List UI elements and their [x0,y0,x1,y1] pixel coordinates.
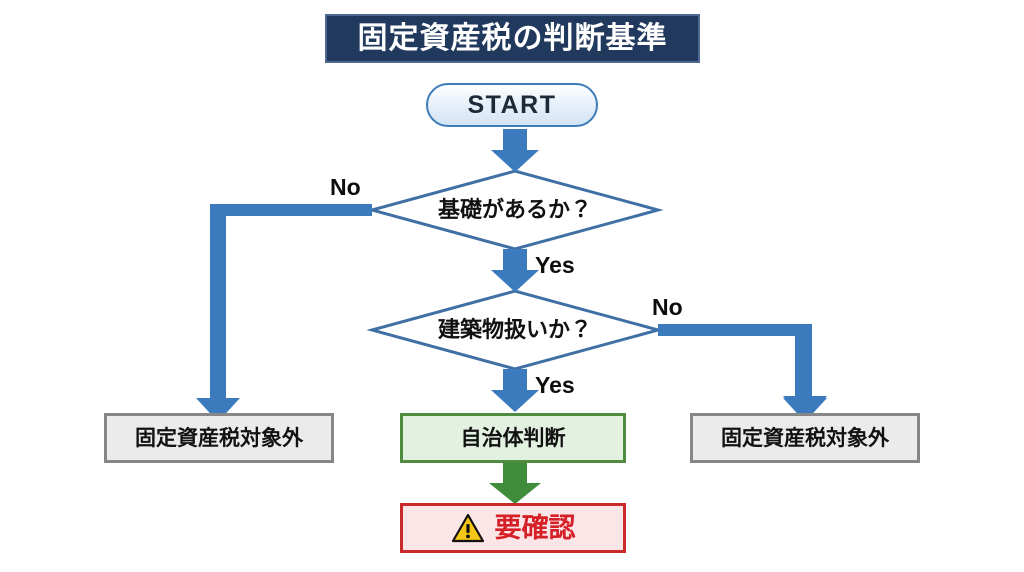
edge-label-decision-2-yes: Yes [535,372,575,398]
arrow-start-to-decision-1 [491,129,539,172]
edge-label-decision-1-no: No [330,174,361,200]
outcome-center-box[interactable]: 自治体判断 [400,413,626,463]
decision-2-text: 建築物扱いか？ [437,317,592,342]
outcome-right-label: 固定資産税対象外 [721,426,889,450]
arrow-decision-2-no [658,324,827,422]
arrow-decision-1-yes [491,249,539,292]
arrow-center-to-warning [489,463,541,504]
decision-1-text: 基礎があるか？ [437,197,592,222]
outcome-left-label: 固定資産税対象外 [135,426,303,450]
warning-content: 要確認 [451,513,576,543]
page-title-text: 固定資産税の判断基準 [357,21,668,55]
page-title: 固定資産税の判断基準 [325,14,700,63]
outcome-center-label: 自治体判断 [460,426,566,450]
warning-triangle-icon [451,513,484,543]
decision-1-diamond[interactable] [366,169,664,251]
decision-2-label: 建築物扱いか？ [372,300,658,360]
decision-1-label: 基礎があるか？ [372,180,658,240]
arrow-decision-1-no [196,204,372,422]
outcome-warning-label: 要確認 [494,512,576,543]
edge-label-decision-1-yes: Yes [535,252,575,278]
outcome-left-box[interactable]: 固定資産税対象外 [104,413,334,463]
start-node-label: START [467,90,557,119]
outcome-warning-box[interactable]: 要確認 [400,503,626,553]
edge-label-decision-2-no: No [652,294,683,320]
start-node[interactable]: START [426,83,598,127]
outcome-right-box[interactable]: 固定資産税対象外 [690,413,920,463]
arrow-decision-2-yes [491,369,539,412]
